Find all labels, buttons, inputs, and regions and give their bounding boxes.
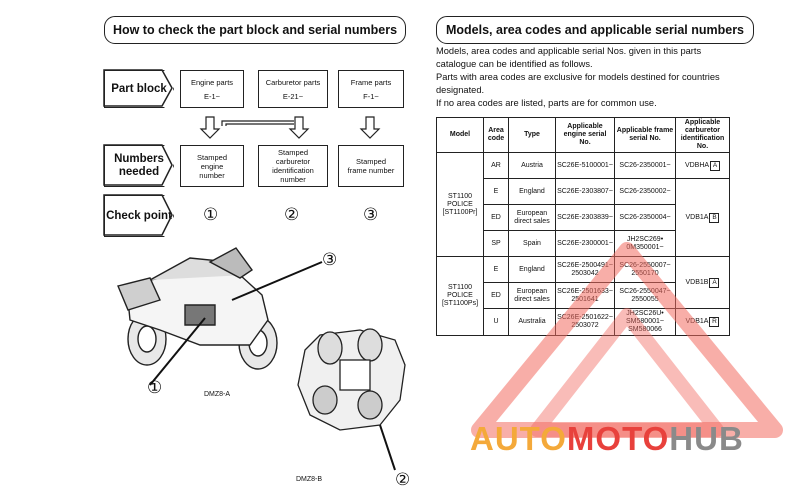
flow-arrows: [199, 116, 381, 139]
check-point-2: ②: [284, 205, 300, 224]
check-point-3: ③: [363, 205, 379, 224]
cell-area-code: AR: [483, 152, 509, 179]
watermark-auto: AUTO: [470, 420, 567, 457]
cell-frame-serial: SC26-2350002~: [614, 178, 676, 205]
carb-id-text: VDB1A: [685, 213, 709, 221]
row-label-numbers-needed: Numbers needed: [104, 145, 174, 187]
watermark-logo: [471, 242, 783, 438]
carburetor-illustration: [297, 328, 406, 431]
cell-type: England: [508, 178, 556, 205]
carb-id-text: VDB1A: [685, 318, 709, 325]
col-engine: Applicable engine serial No.: [555, 117, 615, 153]
watermark-hub: HUB: [669, 420, 744, 457]
cell-area-code: E: [483, 178, 509, 205]
stamp-box-engine: Stamped engine number: [180, 145, 244, 187]
cell-type: Austria: [508, 152, 556, 179]
callout-3: ③: [322, 250, 338, 269]
cell-model: ST1100 POLICE [ST1100Ps]: [436, 256, 484, 336]
carb-id-text: VDB1B: [685, 278, 709, 286]
cell-frame-serial: JH2SC26U• SM580001~ SM580066: [614, 308, 676, 336]
callout-2: ②: [395, 470, 411, 489]
carb-code-badge: R: [709, 317, 720, 327]
stamp-box-carburetor: Stamped carburetor identification number: [258, 145, 328, 187]
callout-1: ①: [147, 378, 163, 397]
right-title: Models, area codes and applicable serial…: [436, 16, 754, 44]
watermark-moto: MOTO: [566, 420, 670, 457]
cell-area-code: ED: [483, 204, 509, 231]
col-frame: Applicable frame serial No.: [614, 117, 676, 153]
carb-code-badge: B: [709, 212, 720, 223]
cell-engine-serial: SC26E-2303807~: [555, 178, 615, 205]
col-model: Model: [436, 117, 484, 153]
intro-text: Models, area codes and applicable serial…: [436, 45, 730, 110]
intro-line-1: Models, area codes and applicable serial…: [436, 46, 702, 69]
table-header-row: Model Area code Type Applicable engine s…: [436, 117, 730, 153]
carb-id-text: VDBHA: [684, 161, 710, 169]
carb-code-badge: A: [710, 160, 721, 171]
check-point-1: ①: [203, 205, 219, 224]
cell-type: European direct sales: [508, 282, 556, 309]
cell-engine-serial: SC26E-5100001~: [555, 152, 615, 179]
motorcycle-illustration: [117, 247, 278, 370]
cell-type: European direct sales: [508, 204, 556, 231]
cell-frame-serial: SC26-2350001~: [614, 152, 676, 179]
left-diagram-lines: [103, 69, 406, 471]
left-title: How to check the part block and serial n…: [104, 16, 406, 44]
figure-label-a: DMZ8-A: [204, 391, 231, 398]
col-carburetor: Applicable carburetor identification No.: [675, 117, 730, 153]
intro-line-3: If no area codes are listed, parts are f…: [436, 98, 657, 108]
watermark-text: AUTOMOTOHUB: [470, 420, 744, 458]
stamp-box-frame: Stamped frame number: [338, 145, 404, 187]
cell-frame-serial: SC26-2350004~: [614, 204, 676, 231]
cell-engine-serial: SC26E-2300001~: [555, 230, 615, 257]
cell-model: ST1100 POLICE [ST1100Pr]: [436, 152, 484, 257]
col-area-code: Area code: [483, 117, 509, 153]
cell-type: Australia: [508, 308, 556, 336]
figure-label-b: DMZ8-B: [296, 476, 323, 483]
cell-engine-serial: SC26E-2303839~: [555, 204, 615, 231]
intro-line-2: Parts with area codes are exclusive for …: [436, 72, 720, 95]
carb-code-badge: A: [709, 277, 720, 288]
col-type: Type: [508, 117, 556, 153]
